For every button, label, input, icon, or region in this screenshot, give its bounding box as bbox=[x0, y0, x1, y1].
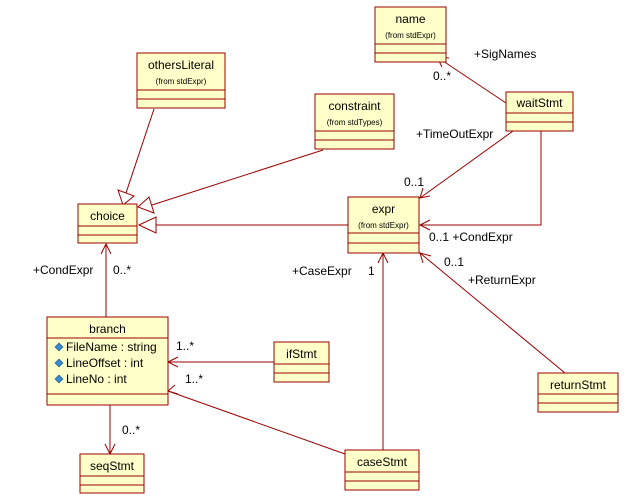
case-branch-arrowhead bbox=[166, 384, 179, 395]
attribute-file-name: FileName : string bbox=[66, 340, 157, 354]
label-sig-names-multiplicity: 0..* bbox=[433, 69, 451, 83]
class-expr[interactable]: expr (from stdExpr) bbox=[347, 196, 420, 254]
attribute-diamond-icon bbox=[54, 374, 64, 384]
class-name[interactable]: name (from stdExpr) bbox=[374, 6, 447, 63]
class-if-stmt-title: ifStmt bbox=[286, 347, 317, 361]
constraint-generalization bbox=[151, 149, 324, 206]
class-case-stmt[interactable]: caseStmt bbox=[344, 449, 420, 491]
class-choice[interactable]: choice bbox=[77, 203, 138, 244]
class-seq-stmt[interactable]: seqStmt bbox=[79, 453, 145, 494]
class-if-stmt[interactable]: ifStmt bbox=[273, 341, 330, 383]
class-others-literal[interactable]: othersLiteral (from stdExpr) bbox=[136, 52, 226, 109]
label-case-expr: +CaseExpr bbox=[292, 264, 352, 278]
branch-cond-arrowhead bbox=[100, 242, 112, 255]
others-literal-triangle bbox=[117, 189, 135, 206]
label-timeout-multiplicity: 0..1 bbox=[404, 175, 424, 189]
return-expr-association bbox=[419, 252, 566, 374]
class-wait-stmt[interactable]: waitStmt bbox=[505, 91, 574, 132]
timeout-expr-arrowhead bbox=[419, 187, 431, 199]
class-others-literal-package: (from stdExpr) bbox=[156, 77, 207, 86]
class-name-package: (from stdExpr) bbox=[385, 31, 436, 40]
timeout-expr-association bbox=[419, 130, 514, 199]
attribute-line-no: LineNo : int bbox=[66, 372, 127, 386]
attribute-line-offset: LineOffset : int bbox=[66, 356, 144, 370]
label-timeout-expr: +TimeOutExpr bbox=[416, 127, 493, 141]
label-case-multiplicity: 1 bbox=[368, 264, 375, 278]
attribute-diamond-icon bbox=[54, 358, 64, 368]
cond-expr-arrowhead bbox=[418, 219, 431, 231]
association-labels: +SigNames 0..* +TimeOutExpr 0..1 0..1 +C… bbox=[33, 47, 536, 437]
return-expr-arrowhead bbox=[419, 252, 432, 264]
class-return-stmt-title: returnStmt bbox=[550, 378, 607, 392]
label-seq-multiplicity: 0..* bbox=[122, 423, 140, 437]
class-expr-package: (from stdExpr) bbox=[358, 221, 409, 230]
label-branch-multiplicity: 0..* bbox=[113, 263, 131, 277]
class-choice-title: choice bbox=[90, 209, 125, 223]
others-literal-generalization bbox=[125, 108, 155, 194]
label-cond-expr-wait: 0..1 +CondExpr bbox=[429, 230, 513, 244]
class-wait-stmt-title: waitStmt bbox=[515, 96, 563, 110]
connectors bbox=[100, 56, 566, 456]
cond-expr-association bbox=[420, 131, 542, 226]
label-case-branch-multiplicity: 1..* bbox=[185, 372, 203, 386]
class-return-stmt[interactable]: returnStmt bbox=[537, 372, 619, 413]
class-seq-stmt-title: seqStmt bbox=[90, 459, 135, 473]
attribute-diamond-icon bbox=[54, 342, 64, 352]
class-expr-title: expr bbox=[372, 202, 395, 216]
class-branch[interactable]: branch FileName : string LineOffset : in… bbox=[46, 316, 169, 406]
class-name-title: name bbox=[395, 12, 425, 26]
class-others-literal-title: othersLiteral bbox=[148, 58, 214, 72]
label-return-expr: +ReturnExpr bbox=[468, 273, 536, 287]
label-sig-names: +SigNames bbox=[474, 47, 536, 61]
class-constraint[interactable]: constraint (from stdTypes) bbox=[314, 93, 395, 150]
label-return-multiplicity: 0..1 bbox=[444, 255, 464, 269]
class-constraint-package: (from stdTypes) bbox=[327, 118, 383, 127]
expr-triangle bbox=[137, 216, 157, 234]
class-branch-title: branch bbox=[89, 322, 126, 336]
label-if-multiplicity: 1..* bbox=[176, 339, 194, 353]
class-case-stmt-title: caseStmt bbox=[357, 455, 408, 469]
class-constraint-title: constraint bbox=[328, 99, 381, 113]
constraint-triangle bbox=[137, 196, 155, 214]
case-branch-association bbox=[167, 390, 346, 455]
label-cond-expr-branch: +CondExpr bbox=[33, 263, 93, 277]
sig-names-association bbox=[436, 56, 507, 104]
